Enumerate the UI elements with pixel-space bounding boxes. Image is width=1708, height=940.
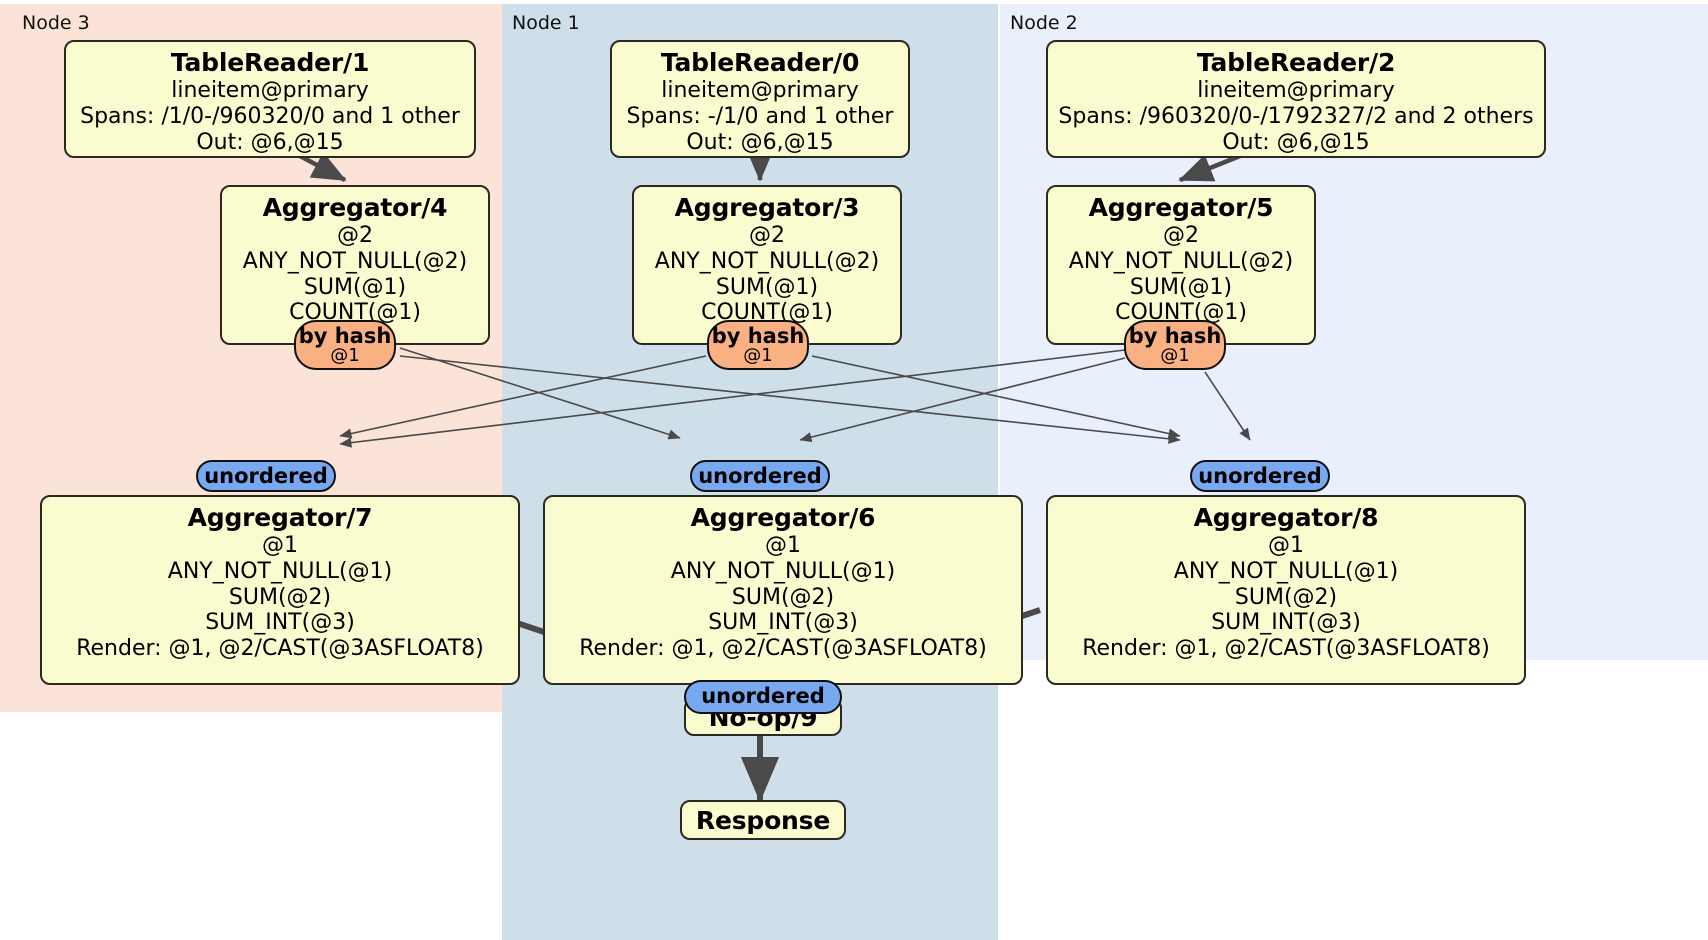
synchronizer-unordered-node2[interactable]: unordered [1190,460,1330,492]
processor-line: ANY_NOT_NULL(@2) [654,248,880,274]
processor-response[interactable]: Response [680,800,846,840]
processor-line: SUM(@1) [715,274,819,300]
processor-title: Aggregator/6 [690,503,876,532]
synchronizer-label: unordered [1198,464,1322,488]
processor-aggregator7[interactable]: Aggregator/7 @1 ANY_NOT_NULL(@1) SUM(@2)… [40,495,520,685]
processor-line: Render: @1, @2/CAST(@3ASFLOAT8) [76,636,484,662]
processor-line: @2 [337,223,373,249]
processor-aggregator6[interactable]: Aggregator/6 @1 ANY_NOT_NULL(@1) SUM(@2)… [543,495,1023,685]
processor-line: ANY_NOT_NULL(@2) [1068,248,1294,274]
processor-line: lineitem@primary [171,78,369,104]
processor-title: TableReader/1 [170,48,370,77]
processor-line: SUM_INT(@3) [1211,610,1361,636]
processor-title: Aggregator/4 [262,193,448,222]
processor-line: SUM(@1) [303,274,407,300]
processor-line: SUM(@1) [1129,274,1233,300]
router-label: by hash [298,324,392,348]
processor-tablereader2[interactable]: TableReader/2 lineitem@primary Spans: /9… [1046,40,1546,158]
synchronizer-unordered-node1[interactable]: unordered [690,460,830,492]
node-label-node1: Node 1 [512,12,580,34]
processor-line: Render: @1, @2/CAST(@3ASFLOAT8) [579,636,987,662]
processor-line: @1 [262,533,298,559]
processor-aggregator5[interactable]: Aggregator/5 @2 ANY_NOT_NULL(@2) SUM(@1)… [1046,185,1316,345]
processor-aggregator8[interactable]: Aggregator/8 @1 ANY_NOT_NULL(@1) SUM(@2)… [1046,495,1526,685]
synchronizer-label: unordered [204,464,328,488]
processor-line: SUM_INT(@3) [205,610,355,636]
processor-line: ANY_NOT_NULL(@1) [670,558,896,584]
processor-line: Render: @1, @2/CAST(@3ASFLOAT8) [1082,636,1490,662]
processor-aggregator3[interactable]: Aggregator/3 @2 ANY_NOT_NULL(@2) SUM(@1)… [632,185,902,345]
processor-line: lineitem@primary [661,78,859,104]
processor-line: @1 [1268,533,1304,559]
processor-line: @2 [1163,223,1199,249]
processor-line: ANY_NOT_NULL(@2) [242,248,468,274]
router-sublabel: @1 [330,345,360,367]
processor-line: lineitem@primary [1197,78,1395,104]
router-by-hash-node2[interactable]: by hash @1 [1124,320,1226,370]
router-sublabel: @1 [1160,345,1190,367]
processor-line: Out: @6,@15 [196,129,344,155]
synchronizer-label: unordered [701,684,825,708]
processor-line: Spans: /960320/0-/1792327/2 and 2 others [1058,103,1534,129]
synchronizer-label: unordered [698,464,822,488]
processor-line: Spans: -/1/0 and 1 other [626,103,894,129]
node-label-node2: Node 2 [1010,12,1078,34]
processor-title: Aggregator/3 [674,193,860,222]
processor-title: Aggregator/8 [1193,503,1379,532]
processor-line: SUM(@2) [228,584,332,610]
router-by-hash-node3[interactable]: by hash @1 [294,320,396,370]
processor-line: @2 [749,223,785,249]
node-label-node3: Node 3 [22,12,90,34]
processor-line: ANY_NOT_NULL(@1) [1173,558,1399,584]
processor-line: SUM(@2) [1234,584,1338,610]
processor-line: Spans: /1/0-/960320/0 and 1 other [80,103,460,129]
router-sublabel: @1 [743,345,773,367]
processor-line: Out: @6,@15 [686,129,834,155]
processor-line: Out: @6,@15 [1222,129,1370,155]
processor-line: SUM(@2) [731,584,835,610]
router-label: by hash [711,324,805,348]
synchronizer-unordered-final[interactable]: unordered [684,680,842,714]
processor-line: SUM_INT(@3) [708,610,858,636]
processor-title: TableReader/2 [1196,48,1396,77]
processor-title: TableReader/0 [660,48,860,77]
processor-aggregator4[interactable]: Aggregator/4 @2 ANY_NOT_NULL(@2) SUM(@1)… [220,185,490,345]
processor-title: Aggregator/7 [187,503,373,532]
router-by-hash-node1[interactable]: by hash @1 [707,320,809,370]
processor-title: Aggregator/5 [1088,193,1274,222]
processor-title: Response [695,806,831,835]
processor-tablereader1[interactable]: TableReader/1 lineitem@primary Spans: /1… [64,40,476,158]
processor-line: @1 [765,533,801,559]
router-label: by hash [1128,324,1222,348]
processor-line: ANY_NOT_NULL(@1) [167,558,393,584]
synchronizer-unordered-node3[interactable]: unordered [196,460,336,492]
processor-tablereader0[interactable]: TableReader/0 lineitem@primary Spans: -/… [610,40,910,158]
